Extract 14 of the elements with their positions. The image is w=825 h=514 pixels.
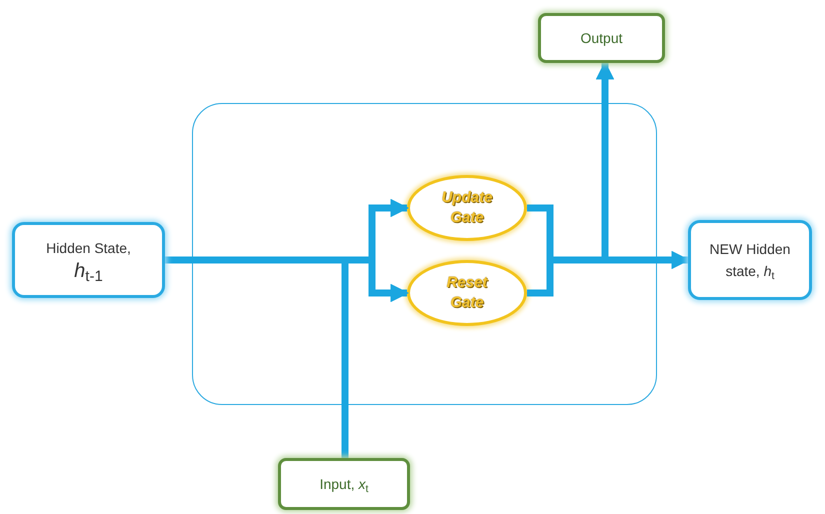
gate-label: Update Gate — [440, 188, 494, 228]
node-label: NEW Hidden state, h$_{t}$ — [708, 240, 792, 282]
cell-boundary-frame — [192, 103, 657, 405]
node-label: Output — [580, 29, 623, 48]
node-label: Input, x$_{t}$ — [320, 475, 368, 495]
gate-ellipse — [407, 260, 527, 326]
state-box — [12, 222, 165, 298]
gate-ellipse — [407, 175, 527, 241]
node-label: Hidden State, — [46, 239, 131, 258]
node-label: h$_{t-1}$ — [74, 259, 103, 283]
state-box — [688, 220, 812, 300]
io-box — [538, 13, 665, 63]
gate-label: Reset Gate — [446, 273, 489, 313]
io-box — [278, 458, 410, 510]
